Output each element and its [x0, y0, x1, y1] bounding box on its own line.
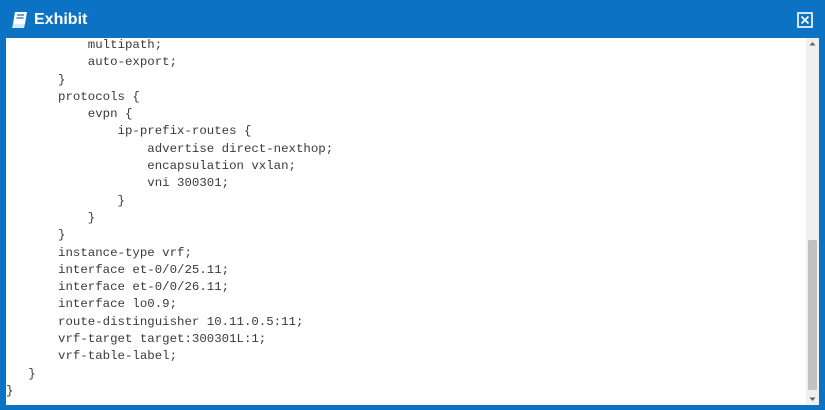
code-line: vni 300301;	[6, 176, 230, 191]
code-line: evpn {	[6, 107, 133, 122]
code-line: auto-export;	[6, 55, 178, 70]
config-code-block: multipath; auto-export; } protocols { ev…	[6, 38, 333, 400]
code-line: vrf-table-label;	[6, 349, 178, 364]
code-line: multipath;	[6, 38, 163, 52]
scroll-up-arrow-icon[interactable]	[806, 38, 819, 50]
scroll-down-arrow-icon[interactable]	[806, 393, 819, 405]
code-line: }	[6, 383, 14, 398]
code-line: }	[6, 210, 96, 225]
vertical-scrollbar[interactable]	[806, 38, 819, 405]
code-line: protocols {	[6, 89, 140, 104]
code-line: interface et-0/0/25.11;	[6, 262, 230, 277]
code-line: encapsulation vxlan;	[6, 159, 296, 174]
code-line: }	[6, 366, 36, 381]
title-bar: Exhibit	[0, 0, 825, 38]
code-line: }	[6, 193, 125, 208]
close-icon[interactable]	[797, 12, 813, 28]
scrollbar-thumb[interactable]	[808, 240, 817, 390]
code-line: ip-prefix-routes {	[6, 124, 252, 139]
window-title: Exhibit	[34, 11, 88, 28]
exhibit-book-icon	[12, 12, 27, 28]
exhibit-content[interactable]: multipath; auto-export; } protocols { ev…	[6, 38, 819, 405]
code-line: }	[6, 228, 66, 243]
code-line: vrf-target target:300301L:1;	[6, 332, 267, 347]
code-line: interface et-0/0/26.11;	[6, 280, 230, 295]
code-line: route-distinguisher 10.11.0.5:11;	[6, 314, 304, 329]
code-line: interface lo0.9;	[6, 297, 178, 312]
code-line: instance-type vrf;	[6, 245, 192, 260]
code-line: }	[6, 72, 66, 87]
code-line: advertise direct-nexthop;	[6, 141, 334, 156]
